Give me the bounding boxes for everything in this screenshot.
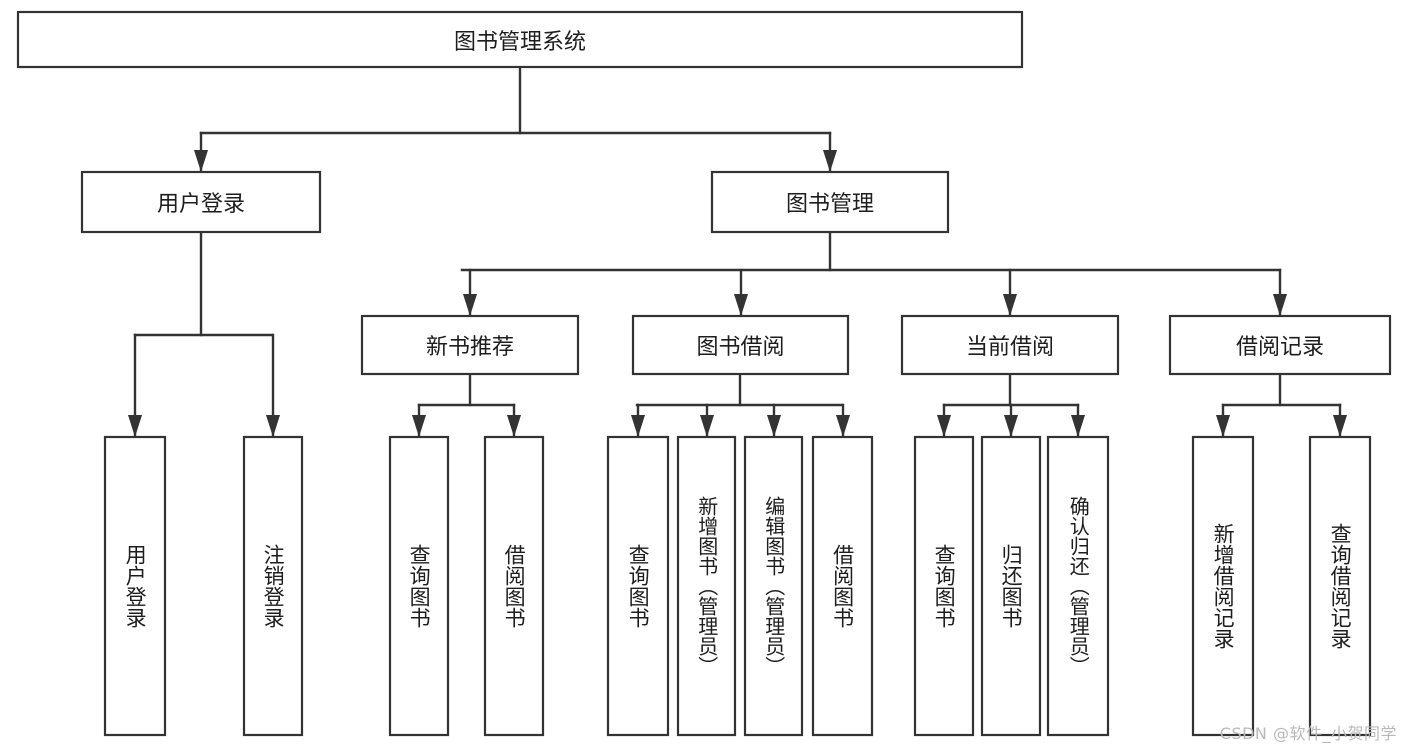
arrow-head-icon	[767, 415, 781, 437]
node-box-leaf_2[interactable]	[388, 435, 450, 737]
node-box-leaf_5[interactable]	[676, 435, 737, 737]
node-box-leaf_7[interactable]	[811, 435, 874, 737]
arrow-head-icon	[412, 415, 426, 437]
boxes-layer	[16, 10, 1392, 737]
node-box-l1_1[interactable]	[710, 170, 950, 234]
node-box-leaf_1[interactable]	[242, 435, 304, 737]
node-box-leaf_6[interactable]	[743, 435, 804, 737]
arrow-head-icon	[194, 150, 208, 172]
arrow-head-icon	[1333, 415, 1347, 437]
arrow-head-icon	[1003, 294, 1017, 316]
arrow-head-icon	[823, 150, 837, 172]
arrow-head-icon	[266, 415, 280, 437]
node-box-l2_0[interactable]	[360, 314, 580, 376]
node-box-root[interactable]	[16, 10, 1024, 69]
edges-layer	[128, 65, 1347, 439]
node-box-l2_3[interactable]	[1168, 314, 1392, 376]
node-box-leaf_10[interactable]	[1046, 435, 1110, 737]
node-box-leaf_9[interactable]	[980, 435, 1042, 737]
node-box-leaf_0[interactable]	[103, 435, 167, 737]
arrow-head-icon	[1273, 294, 1287, 316]
arrow-head-icon	[631, 415, 645, 437]
node-box-l1_0[interactable]	[80, 170, 322, 234]
arrow-head-icon	[734, 294, 748, 316]
node-box-leaf_8[interactable]	[913, 435, 975, 737]
arrow-head-icon	[1071, 415, 1085, 437]
arrow-head-icon	[463, 294, 477, 316]
arrow-head-icon	[836, 415, 850, 437]
node-box-leaf_11[interactable]	[1191, 435, 1255, 737]
node-box-l2_2[interactable]	[900, 314, 1120, 376]
arrow-head-icon	[1004, 415, 1018, 437]
node-box-leaf_4[interactable]	[606, 435, 670, 737]
arrow-head-icon	[507, 415, 521, 437]
node-box-l2_1[interactable]	[631, 314, 850, 376]
arrow-head-icon	[1216, 415, 1230, 437]
arrow-head-icon	[128, 415, 142, 437]
arrow-head-icon	[700, 415, 714, 437]
arrow-head-icon	[937, 415, 951, 437]
node-box-leaf_12[interactable]	[1308, 435, 1372, 737]
node-box-leaf_3[interactable]	[483, 435, 545, 737]
